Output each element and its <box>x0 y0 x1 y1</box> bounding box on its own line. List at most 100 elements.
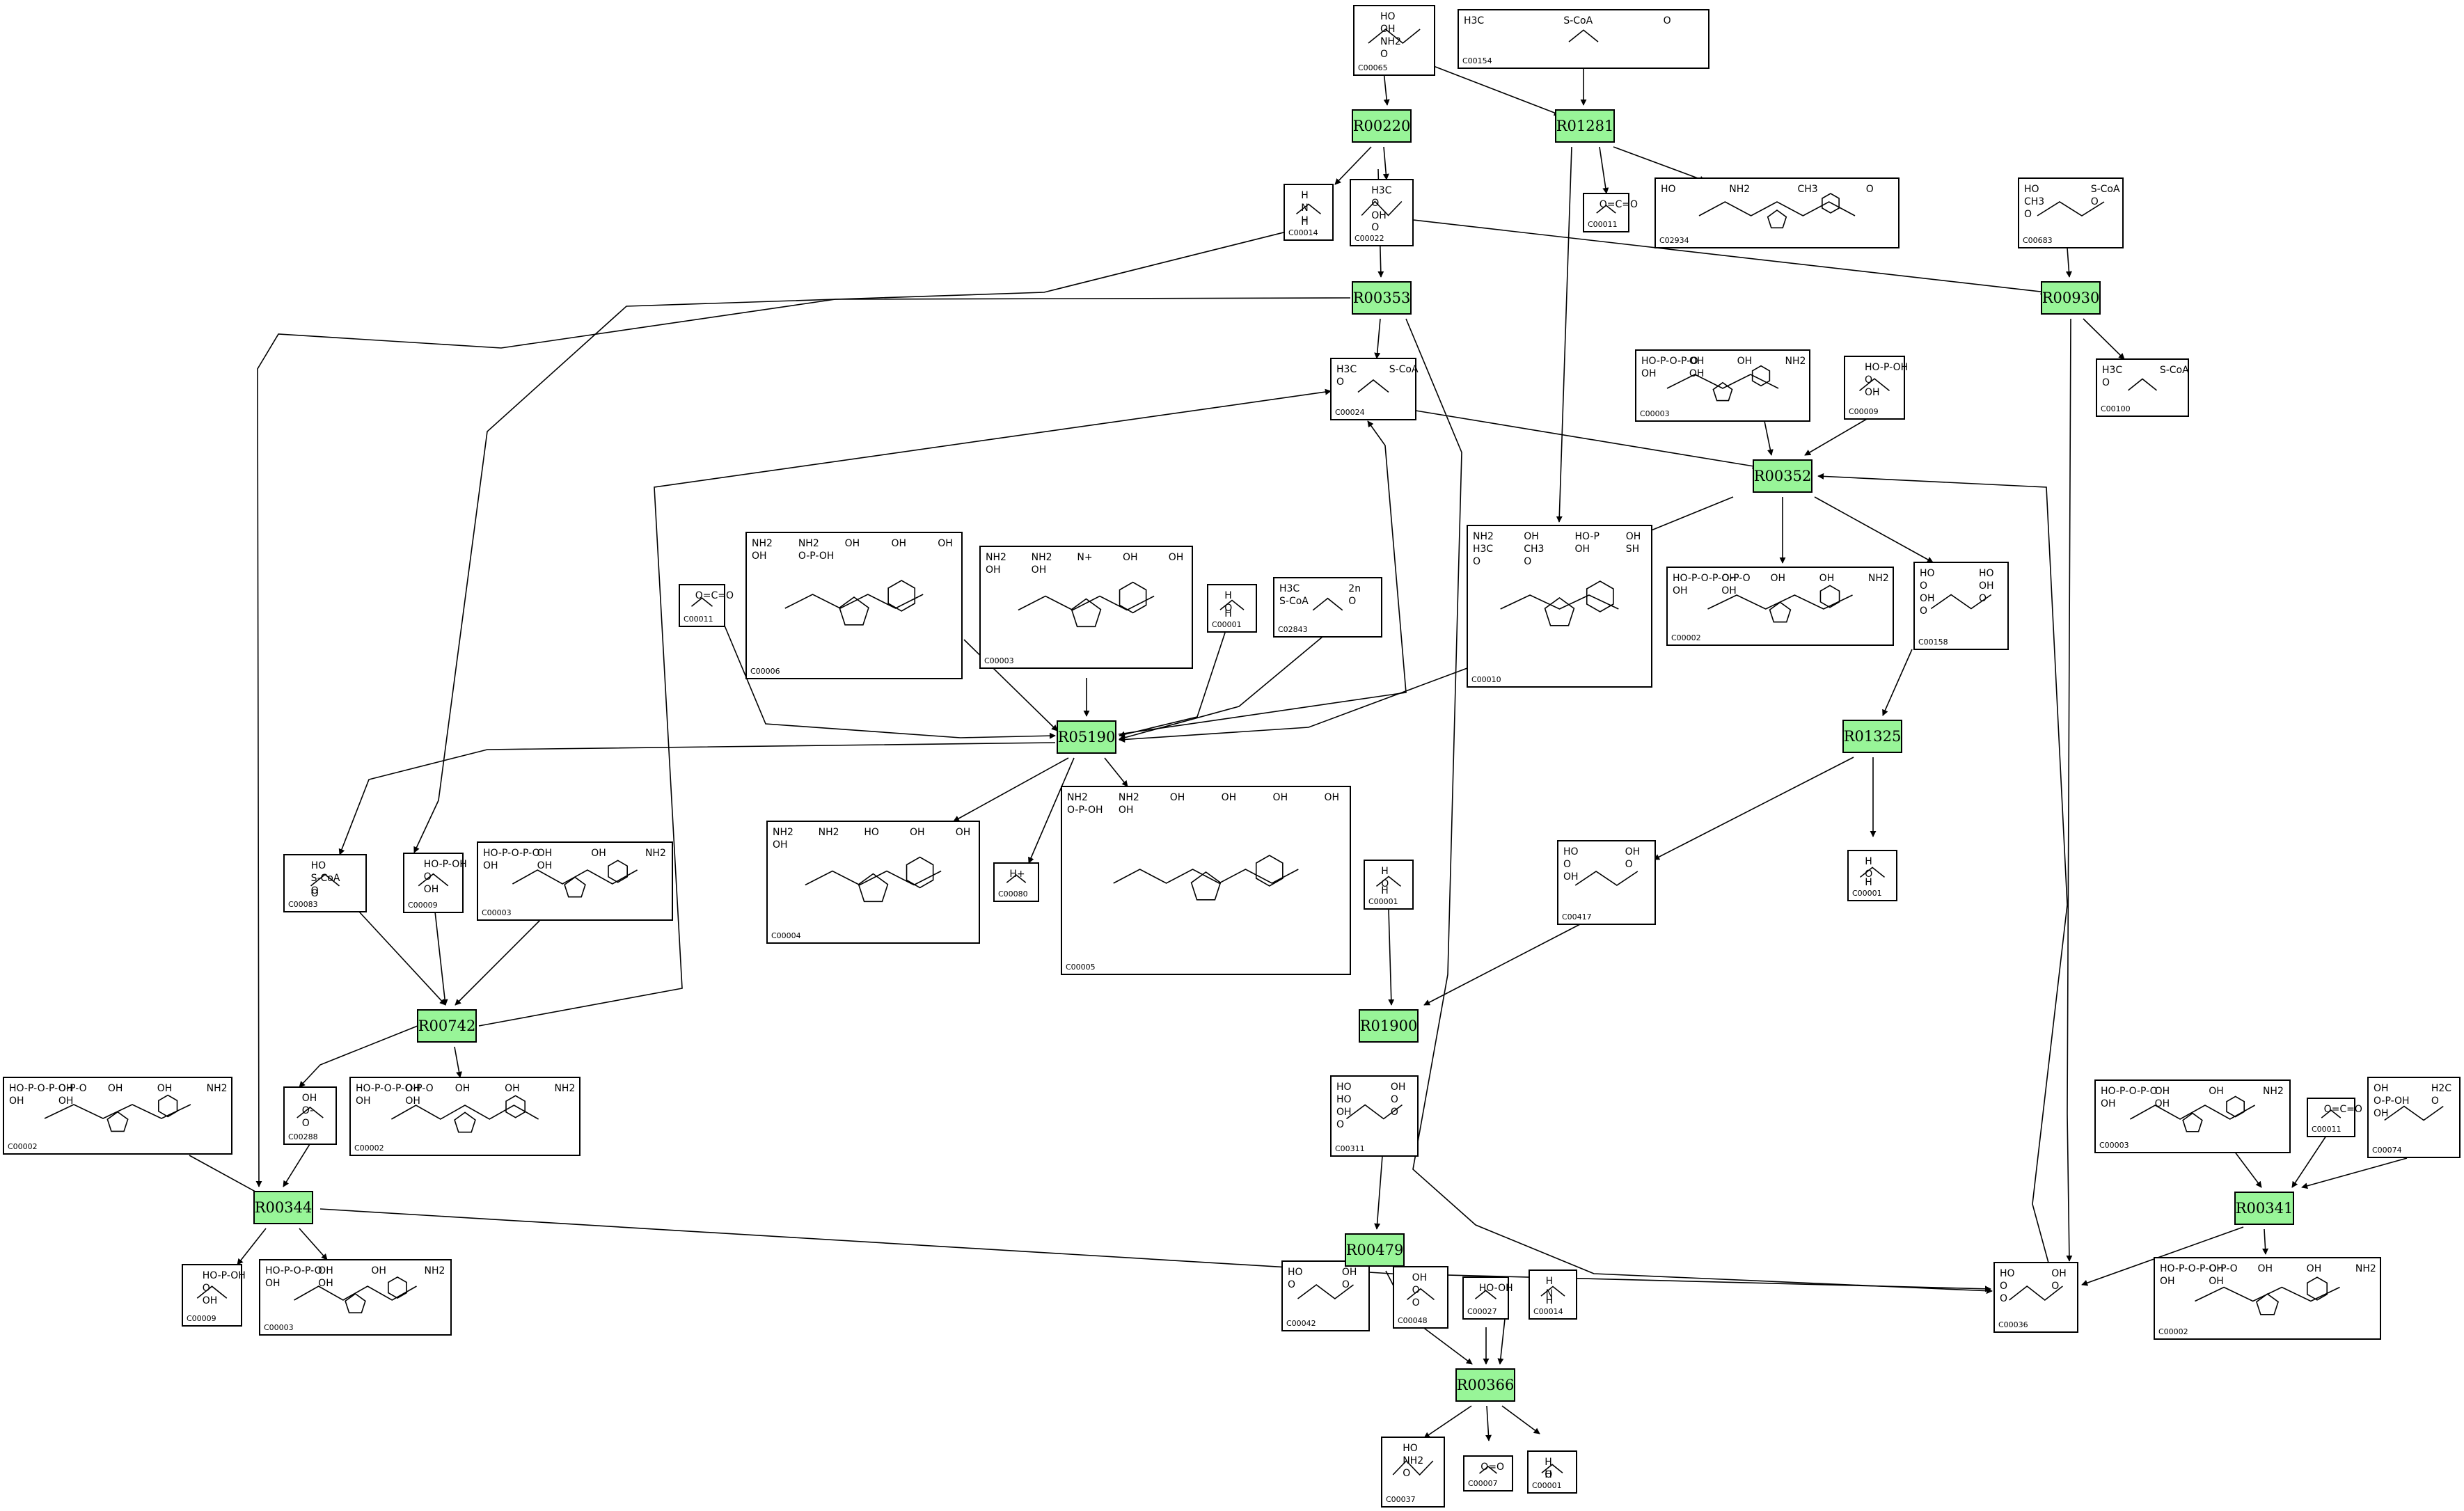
structure-drawing <box>1312 597 1343 611</box>
reaction-arrow <box>2081 1226 2244 1286</box>
compound-box <box>283 854 367 912</box>
reaction-node[interactable]: R01325 <box>1842 720 1902 753</box>
reaction-arrow <box>255 297 1351 1187</box>
reaction-node[interactable]: R05190 <box>1057 720 1116 754</box>
atom-label: NH2 <box>1067 792 1088 803</box>
structure-drawing <box>391 1095 539 1133</box>
reaction-arrow <box>1497 1318 1506 1365</box>
atom-label: OH <box>1170 792 1185 803</box>
atom-label: CH3 <box>2024 196 2044 207</box>
compound-id: C00009 <box>1849 407 1879 416</box>
reaction-node[interactable]: R00353 <box>1352 281 1412 315</box>
compound-node[interactable]: H+C00080 <box>993 862 1039 902</box>
reaction-node[interactable]: R00220 <box>1352 109 1412 143</box>
atom-label: H <box>1865 856 1872 867</box>
reaction-box <box>253 1191 313 1224</box>
atom-label: NH2 <box>798 538 819 549</box>
atom-label: O <box>1563 859 1571 870</box>
reaction-node[interactable]: R00479 <box>1345 1233 1405 1267</box>
structure-drawing <box>805 856 942 903</box>
reaction-node[interactable]: R00930 <box>2041 281 2101 315</box>
reaction-box <box>1555 109 1615 143</box>
compound-box <box>1654 177 1900 248</box>
atom-label: O <box>1473 556 1480 567</box>
atom-label: SH <box>1626 544 1639 555</box>
atom-label: O <box>2000 1293 2007 1304</box>
compound-box <box>1061 786 1351 975</box>
compound-box <box>2154 1257 2381 1340</box>
compound-box <box>1350 179 1414 246</box>
atom-label: OH <box>1574 544 1590 555</box>
atom-label: O <box>1865 374 1872 386</box>
reaction-node[interactable]: R01900 <box>1359 1009 1419 1043</box>
reaction-node[interactable]: R00352 <box>1753 459 1813 493</box>
atom-label: HO-P-O-P-O <box>2101 1086 2158 1097</box>
compound-id: C02843 <box>1278 625 1308 634</box>
structure-drawing <box>1006 874 1027 883</box>
reaction-node[interactable]: R00344 <box>253 1191 313 1224</box>
reaction-box <box>2234 1192 2294 1225</box>
compound-box <box>993 862 1039 902</box>
atom-label: OH <box>1324 792 1339 803</box>
reaction-node[interactable]: R01281 <box>1555 109 1615 143</box>
atom-label: OH <box>1689 356 1705 367</box>
reaction-node[interactable]: R00341 <box>2234 1192 2294 1225</box>
structure-drawing <box>1500 580 1619 626</box>
atom-label: HO <box>1563 846 1579 857</box>
reaction-node[interactable]: R00742 <box>417 1009 477 1043</box>
structure-drawing <box>691 597 713 607</box>
atom-label: H <box>1546 1276 1554 1287</box>
atom-label: S-CoA <box>2160 365 2189 376</box>
atom-label: O=C=O <box>2324 1104 2362 1115</box>
reaction-box <box>417 1009 477 1043</box>
atom-label: HO <box>1920 568 1935 579</box>
reaction-node[interactable]: R00366 <box>1455 1368 1515 1402</box>
reaction-arrow <box>1804 418 1867 456</box>
